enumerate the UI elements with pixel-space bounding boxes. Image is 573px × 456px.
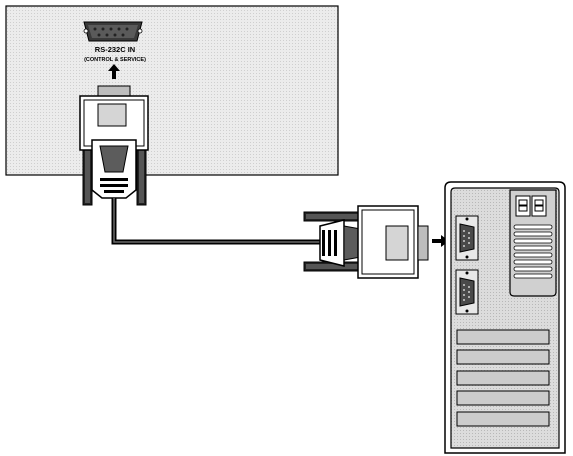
arrow-up-icon: [108, 64, 120, 79]
pc-serial-port-icon: [455, 269, 479, 315]
drive-bay-icon: [456, 329, 550, 427]
power-switch-icon: [515, 195, 547, 217]
port-sublabel: (CONTROL & SERVICE): [84, 57, 146, 63]
vent-grille-icon: [513, 224, 553, 279]
pc-tower: [444, 181, 566, 454]
db9-connector-icon: [79, 85, 149, 206]
serial-cable: [111, 198, 322, 245]
pc-serial-port-icon: [455, 215, 479, 261]
rs232c-port-icon: [83, 21, 143, 42]
db9-connector-icon: [303, 205, 429, 279]
port-label: RS-232C IN: [95, 45, 135, 54]
tv-rear-panel: [5, 5, 339, 176]
